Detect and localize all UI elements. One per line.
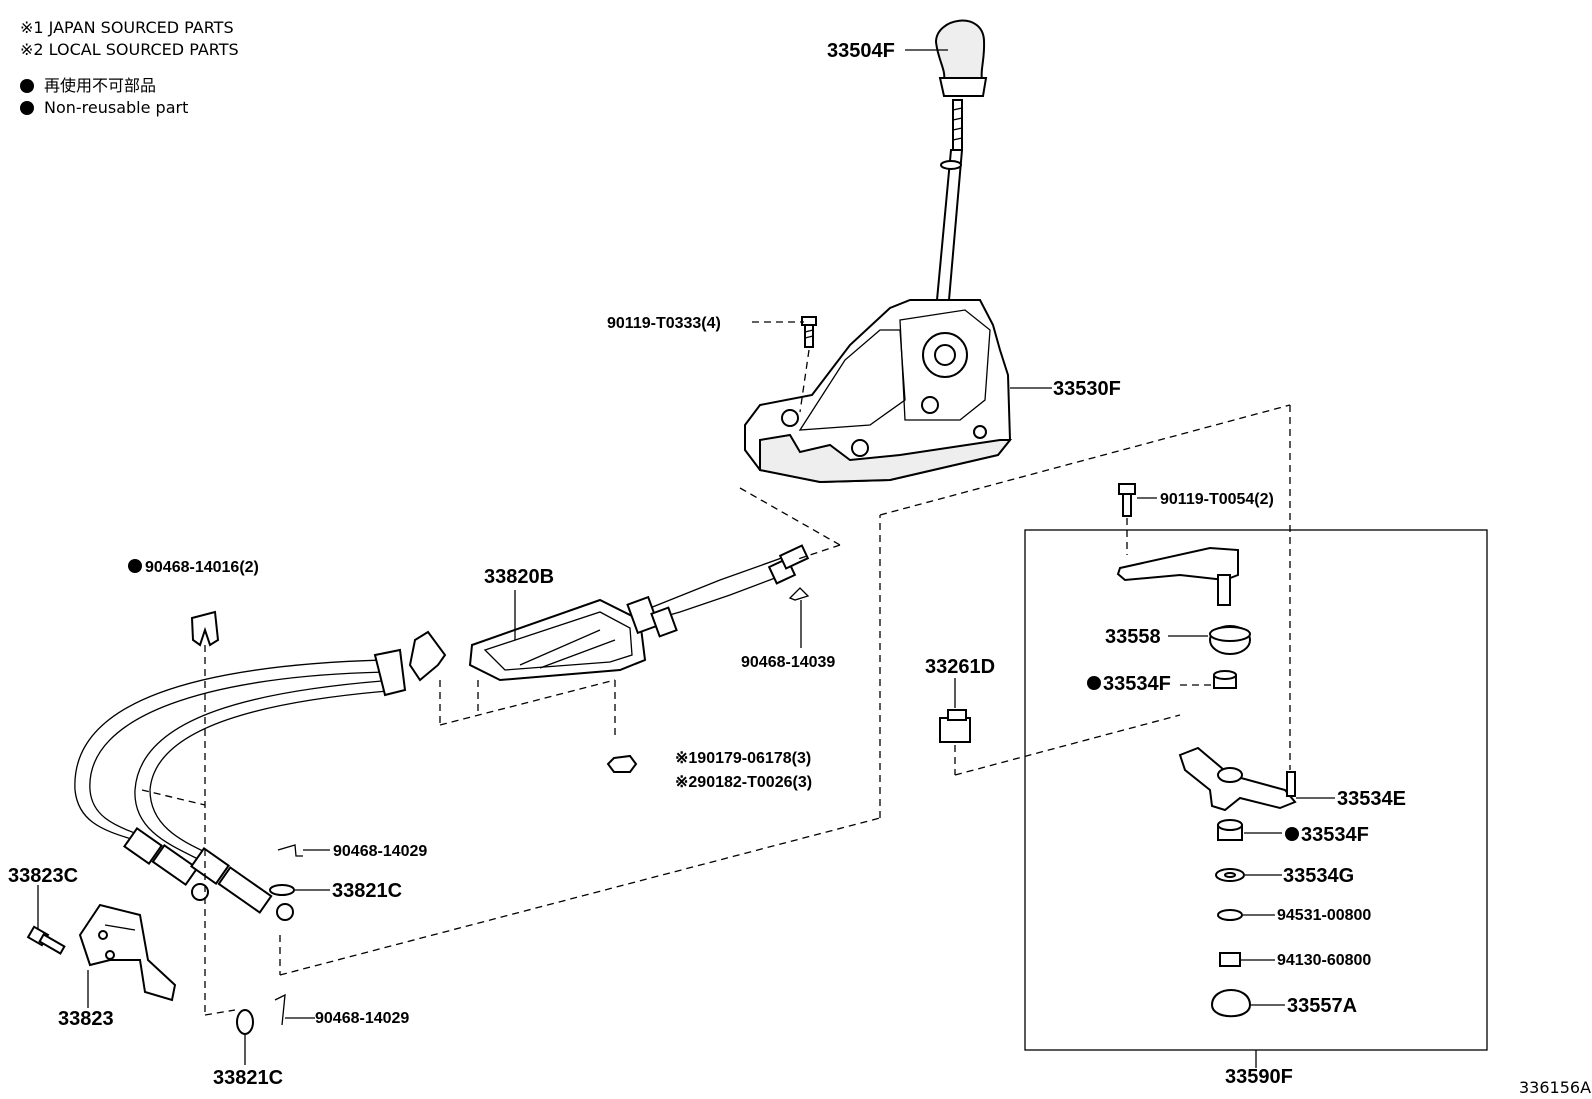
label-washer-33821c-lower: 33821C	[213, 1067, 283, 1089]
shift-housing-drawing	[744, 299, 1013, 484]
damper-drawing	[939, 678, 1181, 776]
nonreusable-bullet-icon	[20, 101, 34, 115]
label-shift-assembly: 33530F	[1053, 378, 1121, 400]
label-nut-33534f-upper: 33534F	[1103, 673, 1171, 695]
label-nut-94130: 94130-60800	[1277, 952, 1371, 969]
label-washer-33534g: 33534G	[1283, 865, 1354, 887]
legend-local-sourced: ※2 LOCAL SOURCED PARTS	[20, 40, 239, 59]
bracket-drawing	[26, 885, 177, 1002]
label-cable-assembly: 33820B	[484, 566, 554, 588]
legend-nonreusable-en-row: Non-reusable part	[20, 97, 239, 119]
clip-14016-drawing	[190, 610, 220, 647]
label-nut-33534f-lower: 33534F	[1301, 824, 1369, 846]
label-damper: 33261D	[925, 656, 995, 678]
legend-japan-sourced: ※1 JAPAN SOURCED PARTS	[20, 18, 234, 37]
label-bracket: 33823	[58, 1008, 114, 1030]
label-clip-14039: 90468-14039	[741, 654, 835, 671]
legend-nonreusable-jp: 再使用不可部品	[44, 76, 157, 95]
clip-14029-b-drawing	[274, 993, 286, 1026]
label-lever: 33534E	[1337, 788, 1406, 810]
clip-14029-a-drawing	[277, 844, 303, 857]
shift-knob-drawing	[934, 19, 988, 301]
guide-line	[279, 817, 881, 976]
clip-14039-drawing	[788, 587, 810, 601]
label-bolt-33823c: 33823C	[8, 865, 78, 887]
legend-notes: ※1 JAPAN SOURCED PARTS ※2 LOCAL SOURCED …	[20, 17, 239, 119]
washer-33821c-a-drawing	[269, 884, 295, 896]
leader-lines	[87, 49, 1335, 1019]
label-nut-japan: ※190179-06178(3)	[675, 750, 811, 767]
cable-assembly-drawing	[74, 487, 841, 1016]
sub-assembly-parts-drawing	[1116, 483, 1297, 1018]
label-cap-33557a: 33557A	[1287, 995, 1357, 1017]
label-nut-local: ※290182-T0026(3)	[675, 774, 812, 791]
label-clip-14029-lower: 90468-14029	[315, 1010, 409, 1027]
legend-nonreusable-jp-row: 再使用不可部品	[20, 75, 239, 97]
label-washer-94531: 94531-00800	[1277, 907, 1371, 924]
nonreusable-marker-icon	[1285, 827, 1299, 841]
nut-90179-drawing	[606, 754, 638, 773]
nonreusable-marker-icon	[1087, 676, 1101, 690]
label-clip-14029-upper: 90468-14029	[333, 843, 427, 860]
label-lever-sub-assembly: 33590F	[1225, 1066, 1293, 1088]
label-clip-14016: 90468-14016(2)	[145, 559, 259, 576]
nonreusable-marker-icon	[128, 559, 142, 573]
label-knob: 33504F	[827, 40, 895, 62]
cable-end-left	[123, 826, 209, 901]
cable-end-right	[190, 846, 294, 921]
nonreusable-bullet-icon	[20, 79, 34, 93]
bolt-t0333-drawing	[799, 316, 817, 413]
label-bolt-t0333: 90119-T0333(4)	[607, 315, 721, 332]
label-bolt-t0054: 90119-T0054(2)	[1160, 491, 1274, 508]
legend-nonreusable-en: Non-reusable part	[44, 98, 189, 117]
label-washer-33821c-upper: 33821C	[332, 880, 402, 902]
figure-reference: 336156A	[1519, 1078, 1591, 1097]
washer-33821c-b-drawing	[236, 1009, 254, 1065]
guide-line	[879, 404, 1291, 516]
label-bushing: 33558	[1105, 626, 1161, 648]
